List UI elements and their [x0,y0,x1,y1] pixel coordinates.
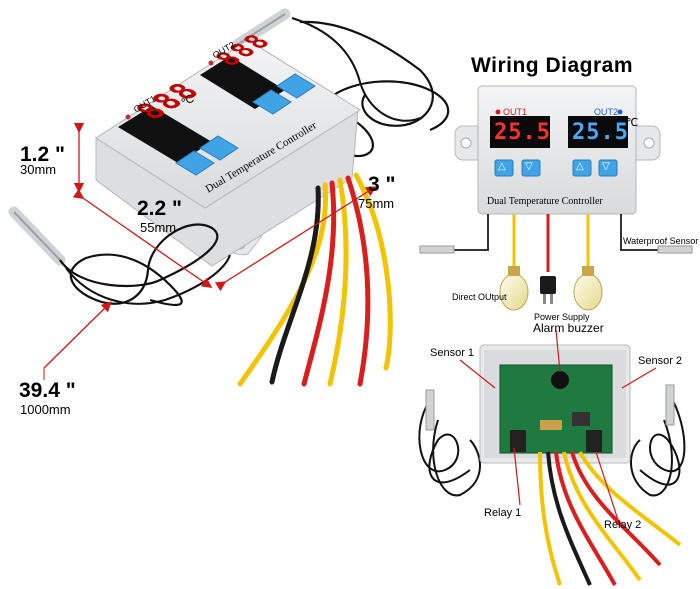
depth-inches: 3 " [368,173,396,196]
right-controller-body [454,85,661,215]
right-out2-label: OUT2 [594,107,619,117]
right-display-2: 25.5 [572,120,629,145]
output-lamp-1 [499,266,529,311]
right-device-wiring [419,214,693,272]
depth-dimension-arrow [214,186,377,292]
right-out2-up-button[interactable]: △ [576,161,584,172]
right-unit-label: ℃ [626,117,639,129]
power-plug [540,276,556,304]
right-out1-up-button[interactable]: △ [498,161,506,172]
power-supply-label: Power Supply [534,312,590,322]
width-mm: 55mm [140,220,177,235]
sensor-2-label: Sensor 2 [638,355,683,367]
relay-1-label: Relay 1 [484,507,522,519]
right-out1-label: OUT1 [503,107,528,117]
wiring-diagram-title: Wiring Diagram [471,54,633,77]
relay-2-label: Relay 2 [604,519,642,531]
sensor-1-label: Sensor 1 [430,347,475,359]
waterproof-sensor-label: Waterproof Sensor [623,236,699,246]
right-device-label: Dual Temperature Controller [487,196,603,207]
direct-output-label: Direct OUtput [452,292,507,302]
height-mm: 30mm [20,162,57,177]
right-out2-down-button[interactable]: ▽ [602,161,610,172]
width-dimension-arrow [72,188,213,288]
alarm-buzzer-label: Alarm buzzer [533,321,604,335]
cable-length-inches: 39.4 " [19,379,76,402]
width-inches: 2.2 " [137,197,182,220]
cable-length-arrow [43,301,112,369]
depth-mm: 75mm [358,196,395,211]
right-out1-down-button[interactable]: ▽ [525,161,533,172]
open-board-view [418,329,686,586]
output-lamp-2 [573,266,603,311]
dimension-arrows [43,122,377,380]
height-inches: 1.2 " [20,143,65,166]
cable-length-mm: 1000mm [20,402,71,417]
right-display-1: 25.5 [494,120,551,145]
